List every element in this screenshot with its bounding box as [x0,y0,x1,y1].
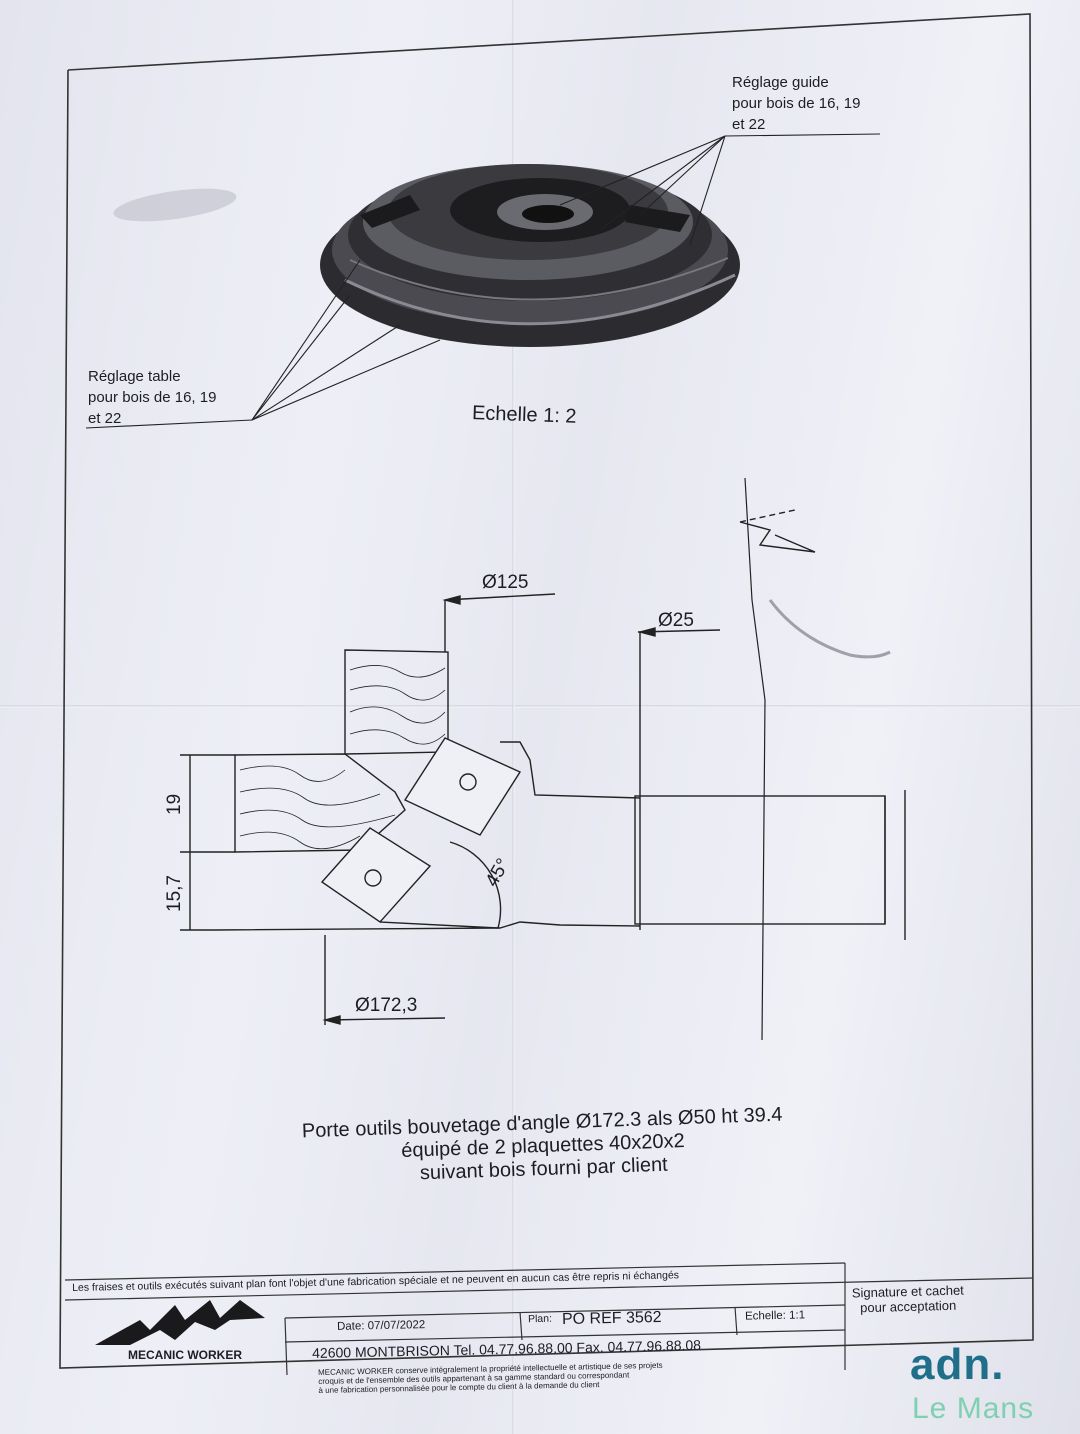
company-logo-text: MECANIC WORKER [128,1348,242,1362]
dimension-d125: Ø125 [482,572,529,593]
section-view [180,477,906,1041]
guide-leader-lines [559,133,881,246]
guide-callout-line: Réglage guide [732,74,829,91]
company-logo-mark [95,1300,265,1345]
signature-box: Signature et cachet pour acceptation [852,1283,965,1316]
table-callout-line: Réglage table [88,368,181,385]
table-callout-line: et 22 [88,410,122,427]
guide-callout-line: pour bois de 16, 19 [732,95,861,112]
paper-fold-vertical [512,0,515,1434]
table-callout-line: pour bois de 16, 19 [88,389,217,406]
paper-fold-horizontal [0,705,1080,708]
scratch-mark [768,599,891,659]
drawing-date: Date: 07/07/2022 [336,1319,426,1333]
watermark-city: Le Mans [912,1392,1035,1425]
table-leader-lines [85,259,441,429]
guide-callout: Réglage guide pour bois de 16, 19 et 22 [732,72,860,135]
title-block-grid [64,1262,1034,1376]
table-callout: Réglage table pour bois de 16, 19 et 22 [88,366,216,429]
dimension-height-15-7: 15,7 [164,875,185,912]
title-block-scale: Echelle: 1:1 [744,1309,806,1323]
tool-3d-render [320,164,740,347]
dimension-height-19: 19 [164,793,185,815]
guide-callout-line: et 22 [732,116,766,133]
smudge-mark [113,188,237,222]
signature-line: pour acceptation [859,1297,957,1316]
scale-label: Echelle 1: 2 [471,402,577,428]
dimension-d172: Ø172,3 [355,995,418,1016]
plan-label: Plan: [527,1312,553,1326]
dimension-d25: Ø25 [658,610,694,631]
plan-reference: PO REF 3562 [561,1308,662,1329]
watermark-logo: adn. [910,1340,1005,1389]
drawing-frame [59,13,1034,1369]
